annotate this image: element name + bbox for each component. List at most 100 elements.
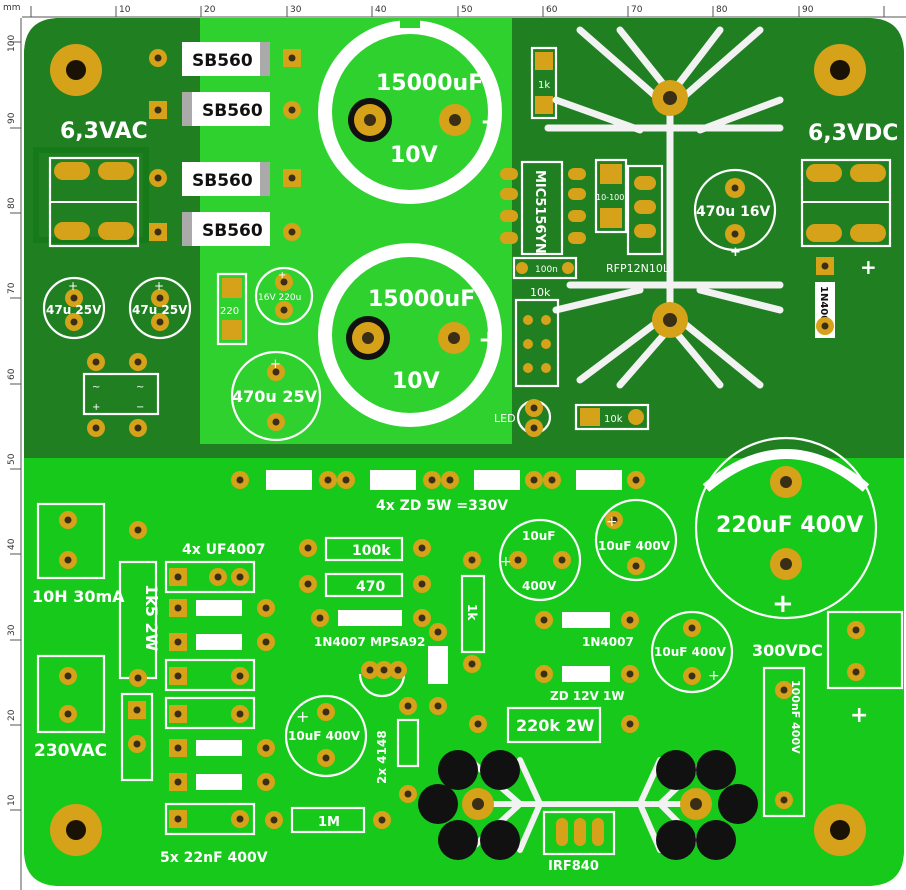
svg-text:~: ~: [136, 382, 144, 393]
label-6v3ac: 6,3VAC: [60, 119, 148, 144]
svg-text:15000uF: 15000uF: [368, 287, 475, 312]
diode-sb560-3: SB560: [149, 162, 301, 196]
svg-text:+: +: [480, 107, 502, 137]
svg-text:+: +: [154, 279, 164, 293]
ruler-x-30: 30: [290, 5, 302, 15]
svg-text:MPSA92: MPSA92: [370, 635, 425, 649]
ruler-y-10: 10: [7, 794, 17, 806]
svg-text:IRF840: IRF840: [548, 859, 599, 874]
svg-text:2x 4148: 2x 4148: [375, 730, 389, 784]
ruler-unit: mm: [3, 3, 21, 13]
diode-1n4007-right: 1N4007: [815, 257, 835, 338]
diode-sb560-2: SB560: [149, 92, 301, 126]
svg-text:LED: LED: [494, 412, 516, 425]
cap-15000uf-1: 15000uF 10V +: [318, 18, 502, 204]
svg-text:10uF 400V: 10uF 400V: [288, 729, 361, 743]
zener-12v: ZD 12V 1W: [535, 665, 639, 703]
resistor-block-small: [120, 692, 154, 782]
diode-vertical-mid: [428, 623, 448, 715]
svg-text:10k: 10k: [530, 286, 551, 299]
cap-100nf-400v: 100nF 400V: [762, 666, 806, 818]
mosfet-irf840: IRF840: [542, 810, 616, 874]
svg-text:+: +: [850, 703, 868, 728]
ruler-y-30: 30: [7, 624, 17, 636]
svg-text:10uF 400V: 10uF 400V: [654, 645, 727, 659]
mosfet-rfp12n10l: RFP12N10L: [606, 164, 670, 275]
svg-text:47u 25V: 47u 25V: [46, 303, 102, 317]
cap-470u-25v: 470u 25V +: [230, 350, 322, 442]
zener-chain: 4x ZD 5W =330V: [231, 470, 645, 514]
top-ruler: [0, 0, 906, 18]
ruler-y-100: 100: [7, 35, 17, 52]
cap-10uf-400v-d: 10uF 400V +: [284, 694, 368, 778]
resistor-470: 470: [299, 572, 431, 598]
svg-text:10uF: 10uF: [522, 529, 555, 543]
svg-text:+: +: [296, 707, 309, 726]
terminal-230vac: 230VAC: [34, 654, 107, 761]
svg-text:470: 470: [356, 579, 385, 595]
ruler-x-40: 40: [375, 5, 387, 15]
svg-text:~: ~: [92, 382, 100, 393]
ruler-y-50: 50: [7, 453, 17, 465]
svg-text:+: +: [68, 279, 78, 293]
resistor-220: 220: [216, 272, 248, 346]
resistor-1k-top: 1k: [530, 46, 558, 120]
svg-text:1N4007: 1N4007: [818, 286, 829, 329]
svg-text:230VAC: 230VAC: [34, 741, 107, 761]
ruler-y-60: 60: [7, 368, 17, 380]
svg-text:ZD 12V 1W: ZD 12V 1W: [550, 689, 625, 703]
svg-text:+: +: [500, 554, 512, 570]
svg-text:MIC5156YN: MIC5156YN: [532, 170, 547, 254]
ruler-y-70: 70: [7, 282, 17, 294]
svg-text:+: +: [278, 270, 286, 281]
svg-text:1N4007: 1N4007: [582, 635, 634, 649]
cap-15000uf-2: 15000uF 10V +: [318, 243, 502, 427]
svg-text:15000uF: 15000uF: [376, 71, 483, 96]
cap-47u-25v-a: 47u 25V +: [42, 276, 106, 340]
led: LED: [494, 399, 552, 437]
diode-sb560-1: SB560: [149, 42, 301, 76]
svg-text:+: +: [772, 589, 794, 619]
svg-text:400V: 400V: [522, 579, 557, 593]
cap-100n: 100n: [512, 256, 578, 280]
heatsink-screw-top: [652, 80, 688, 116]
svg-text:220uF 400V: 220uF 400V: [716, 513, 863, 538]
svg-text:470u 25V: 470u 25V: [232, 387, 318, 406]
svg-text:10H 30mA: 10H 30mA: [32, 587, 125, 606]
svg-text:+: +: [478, 325, 500, 355]
heatsink-screw-bottom: [652, 302, 688, 338]
ruler-y-90: 90: [7, 112, 17, 124]
svg-text:100n: 100n: [535, 265, 558, 275]
uf4007-stack: [164, 560, 275, 836]
terminal-10h: 10H 30mA: [32, 502, 125, 606]
diode-4148: 2x 4148: [375, 697, 420, 803]
svg-text:1k: 1k: [538, 80, 550, 91]
diode-1n4007-a: 1N4007: [311, 609, 431, 649]
svg-text:SB560: SB560: [192, 171, 253, 191]
ruler-y-40: 40: [7, 538, 17, 550]
ruler-x-90: 90: [802, 5, 814, 15]
label-uf4007: 4x UF4007: [182, 542, 266, 558]
svg-text:1k: 1k: [465, 604, 479, 621]
svg-text:100k: 100k: [352, 543, 391, 559]
trimmer-10k: 10k: [514, 286, 560, 388]
diode-1n4007-b: 1N4007: [535, 611, 639, 649]
svg-text:10V: 10V: [392, 369, 440, 394]
label-22nf: 5x 22nF 400V: [160, 850, 268, 866]
svg-text:4x ZD 5W =330V: 4x ZD 5W =330V: [376, 498, 508, 514]
ruler-x-20: 20: [204, 5, 216, 15]
svg-text:10uF 400V: 10uF 400V: [598, 539, 671, 553]
svg-text:220: 220: [220, 306, 239, 317]
svg-text:16V 220u: 16V 220u: [258, 293, 301, 303]
svg-text:+: +: [860, 255, 877, 279]
cap-220uf-400v: 220uF 400V +: [694, 436, 878, 620]
svg-text:+: +: [270, 357, 281, 372]
ruler-y-20: 20: [7, 709, 17, 721]
heatsink-top: [544, 26, 784, 389]
svg-text:SB560: SB560: [202, 221, 263, 241]
ruler-x-70: 70: [631, 5, 643, 15]
cap-10uf-400v-b: 10uF 400V +: [594, 498, 678, 582]
svg-text:−: −: [136, 402, 144, 413]
svg-text:220k 2W: 220k 2W: [516, 716, 595, 735]
